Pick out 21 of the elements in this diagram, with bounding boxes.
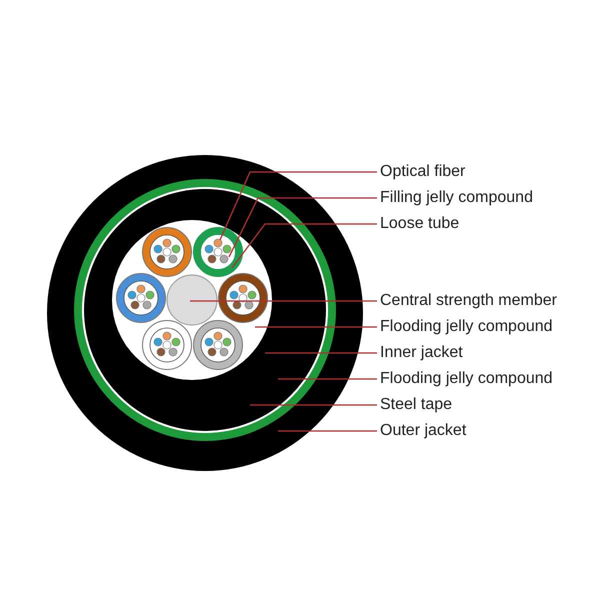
leader-line	[219, 171, 377, 240]
part-label: Central strength member	[380, 292, 557, 309]
outer-jacket	[47, 155, 363, 471]
leader-line	[231, 223, 377, 268]
leader-line	[250, 404, 377, 406]
part-label: Steel tape	[380, 396, 452, 413]
leader-line	[278, 430, 377, 432]
part-label: Optical fiber	[380, 163, 466, 180]
part-label: Outer jacket	[380, 422, 466, 439]
cable-core	[112, 220, 272, 380]
leader-line	[278, 378, 377, 380]
loose-tube	[193, 227, 243, 277]
optical-fiber	[214, 238, 222, 248]
part-label: Loose tube	[380, 215, 460, 232]
central-strength-member	[166, 274, 218, 326]
part-label: Inner jacket	[380, 344, 463, 361]
tube-interior	[201, 235, 235, 269]
part-label: Filling jelly compound	[380, 189, 533, 206]
leader-line	[228, 197, 377, 258]
part-label: Flooding jelly compound	[380, 318, 553, 335]
part-label: Flooding jelly compound	[380, 370, 553, 387]
